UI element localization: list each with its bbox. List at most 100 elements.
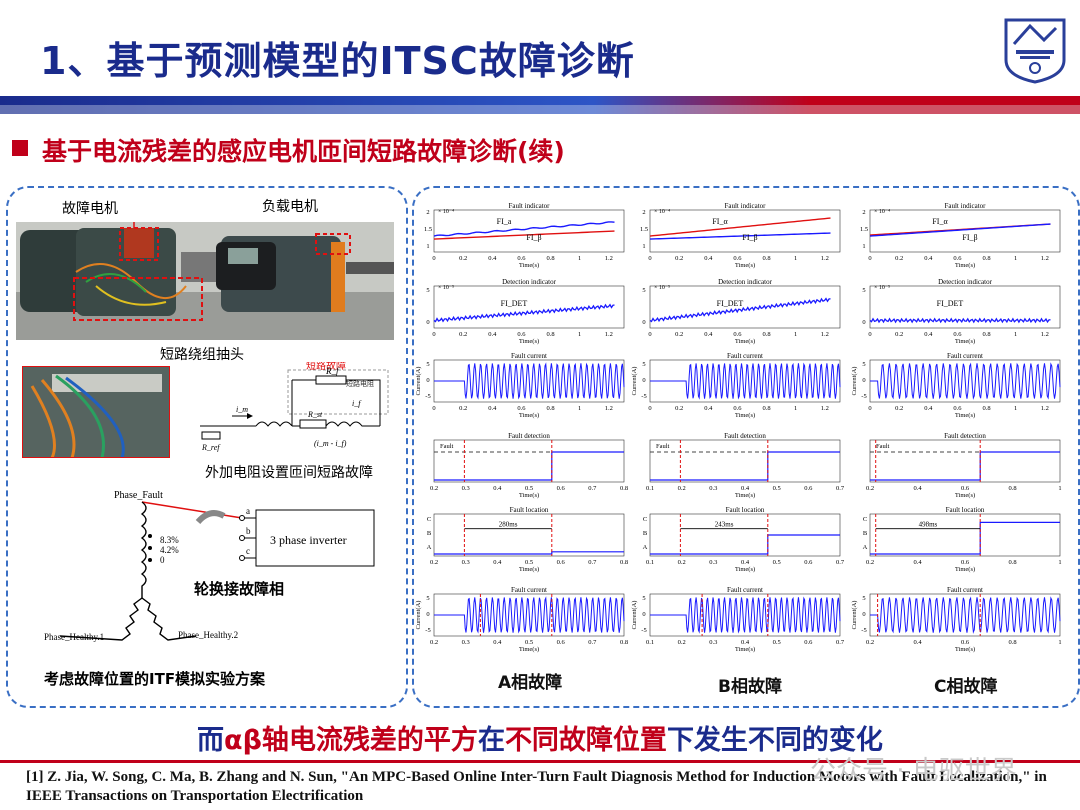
percent-8-3: 8.3% (160, 535, 179, 545)
x-tick-label: 0.4 (488, 255, 497, 262)
exponent-label: × 10⁻⁴ (438, 209, 454, 215)
x-tick-label: 0.4 (704, 331, 713, 338)
y-axis-label: Current(A) (415, 601, 422, 630)
y-tick-label: -5 (861, 627, 866, 634)
footer-divider (0, 760, 1080, 763)
x-tick-label: 0.4 (493, 485, 502, 492)
x-tick-label: 1.2 (605, 331, 613, 338)
x-tick-label: 0 (432, 405, 435, 412)
x-tick-label: 0.8 (982, 255, 990, 262)
y-tick-label: 1 (426, 243, 429, 250)
x-tick-label: 0.2 (675, 255, 683, 262)
left-panel-experiment-setup (6, 186, 408, 708)
x-tick-label: 0.6 (517, 405, 526, 412)
x-axis-label: Time(s) (955, 412, 975, 419)
claim-part-4: 不同故障位置 (504, 725, 667, 756)
x-axis-label: Time(s) (519, 262, 539, 269)
x-tick-label: 0 (648, 405, 651, 412)
y-tick-label: -5 (641, 393, 646, 400)
x-tick-label: 0.5 (773, 559, 781, 566)
x-tick-label: 0.6 (804, 559, 813, 566)
fi-det-line (433, 303, 615, 323)
load-motor-label: 负载电机 (262, 199, 318, 215)
x-tick-label: 0.6 (804, 639, 813, 646)
subplot-frame (869, 209, 1061, 253)
x-tick-label: 0.8 (620, 559, 628, 566)
subplot-frame (433, 209, 625, 253)
x-tick-label: 0.6 (517, 331, 526, 338)
subplot-title: Fault current (947, 586, 983, 594)
case-label-a: A相故障 (498, 673, 563, 693)
y-tick-label: 0 (862, 377, 865, 384)
x-tick-label: 0.6 (733, 255, 742, 262)
location-tick: B (427, 530, 432, 537)
x-tick-label: 0.8 (982, 331, 990, 338)
x-tick-label: 0.8 (546, 255, 554, 262)
x-tick-label: 0.8 (620, 639, 628, 646)
faulty-motor-label: 故障电机 (62, 201, 118, 217)
x-tick-label: 0.4 (704, 255, 713, 262)
phase-winding-diagram: Phase_Fault 8.3% 4.2% 0 3 phase inverter… (44, 490, 375, 642)
x-tick-label: 1 (1014, 255, 1017, 262)
location-tick: A (863, 544, 868, 551)
fault-interval-label: 498ms (919, 521, 938, 529)
x-axis-label: Time(s) (735, 262, 755, 269)
x-tick-label: 1 (578, 405, 581, 412)
x-tick-label: 0.6 (557, 485, 566, 492)
location-tick: C (643, 516, 647, 523)
inverter-label: 3 phase inverter (270, 533, 347, 547)
x-tick-label: 0.4 (741, 639, 750, 646)
x-tick-label: 0.3 (709, 559, 717, 566)
subplot-title: Fault location (946, 506, 985, 514)
subplot-title: Fault current (947, 352, 983, 360)
x-tick-label: 0.4 (741, 559, 750, 566)
x-tick-label: 0.6 (953, 405, 962, 412)
x-tick-label: 0.3 (709, 485, 717, 492)
subplot-title: Fault current (727, 352, 763, 360)
location-tick: B (863, 530, 868, 537)
x-tick-label: 0.2 (678, 559, 686, 566)
fi-det-label: FI_DET (717, 299, 744, 308)
x-tick-label: 1 (794, 405, 797, 412)
claim-part-2: αβ轴电流残差的平方 (224, 725, 478, 756)
y-tick-label: -5 (861, 393, 866, 400)
right-panel-results (412, 186, 1080, 708)
x-tick-label: 0.8 (620, 485, 628, 492)
fault-tick-label: Fault (440, 443, 454, 450)
x-tick-label: 0.3 (462, 559, 470, 566)
y-axis-label: Current(A) (851, 601, 858, 630)
x-tick-label: 1.2 (1041, 255, 1049, 262)
x-tick-label: 0.4 (741, 485, 750, 492)
fi-alpha-line (433, 230, 615, 240)
x-tick-label: 0.7 (836, 485, 845, 492)
x-tick-label: 0.8 (762, 255, 770, 262)
x-tick-label: 1 (1014, 405, 1017, 412)
short-resistor-label: 短路电阻 (346, 379, 374, 388)
claim-part-3: 在 (477, 725, 505, 756)
y-tick-label: 1 (642, 243, 645, 250)
x-tick-label: 0.6 (557, 639, 566, 646)
location-tick: A (643, 544, 648, 551)
x-tick-label: 0 (868, 255, 871, 262)
if-label: i_f (352, 399, 362, 408)
x-tick-label: 1 (1058, 559, 1061, 566)
x-tick-label: 0.8 (546, 331, 554, 338)
x-tick-label: 0 (648, 255, 651, 262)
y-tick-label: 2 (642, 209, 645, 216)
y-tick-label: 5 (642, 287, 645, 294)
percent-0: 0 (160, 555, 165, 565)
x-tick-label: 0.8 (762, 405, 770, 412)
x-tick-label: 0.8 (1008, 485, 1016, 492)
r-stator-label: R_st (307, 410, 323, 419)
fi-beta-line (649, 232, 831, 240)
x-tick-label: 0.2 (459, 331, 467, 338)
x-tick-label: 0.1 (646, 559, 654, 566)
y-tick-label: 2 (426, 209, 429, 216)
x-tick-label: 0.5 (525, 485, 533, 492)
y-tick-label: 5 (862, 595, 865, 602)
x-axis-label: Time(s) (519, 338, 539, 345)
case-label-c: C相故障 (934, 677, 998, 697)
fi-label-1: FI_α (932, 217, 948, 226)
x-tick-label: 0.8 (982, 405, 990, 412)
